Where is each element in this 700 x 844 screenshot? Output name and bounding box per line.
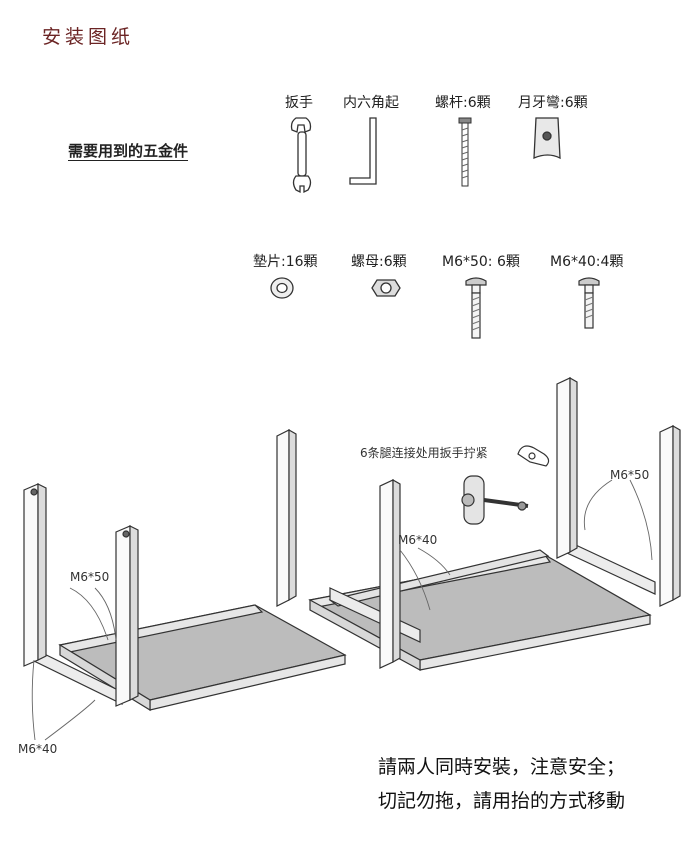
leader-lines <box>31 479 653 741</box>
crescent-nut-icon <box>533 117 561 160</box>
right-table-assembly <box>308 376 681 672</box>
left-m6x40-label: M6*40 <box>18 742 58 756</box>
nut-icon <box>371 279 401 297</box>
bolt40-label: M6*40:4顆 <box>550 254 624 270</box>
screw-rod-icon <box>458 117 472 187</box>
washer-icon <box>270 277 294 299</box>
washer-label: 墊片:16顆 <box>253 254 318 270</box>
wrench-detail-icon <box>517 445 550 467</box>
safety-note-line2: 切記勿拖，請用抬的方式移動 <box>378 790 626 812</box>
left-table-assembly <box>23 428 347 712</box>
wrench-icon <box>290 117 312 194</box>
hex-key-label: 内六角起 <box>343 95 399 111</box>
safety-note-line1: 請兩人同時安裝，注意安全； <box>378 756 626 778</box>
bolt50-label: M6*50: 6顆 <box>442 254 520 270</box>
crescent-label: 月牙彎:6顆 <box>518 95 588 111</box>
wrench-label: 扳手 <box>285 95 313 111</box>
nut-label: 螺母:6顆 <box>351 254 407 270</box>
bolt-detail-icon <box>461 475 529 525</box>
right-m6x40-label: M6*40 <box>398 533 438 547</box>
bolt-m6x50-icon <box>465 277 487 339</box>
bolt-m6x40-icon <box>578 277 600 329</box>
right-m6x50-label: M6*50 <box>610 468 650 482</box>
hardware-heading: 需要用到的五金件 <box>68 142 189 160</box>
left-m6x50-label: M6*50 <box>70 570 110 584</box>
hex-key-icon <box>349 117 377 185</box>
page-title: 安装图纸 <box>42 26 135 48</box>
screw-rod-label: 螺杆:6顆 <box>435 95 491 111</box>
tighten-note: 6条腿连接处用扳手拧紧 <box>360 446 488 460</box>
